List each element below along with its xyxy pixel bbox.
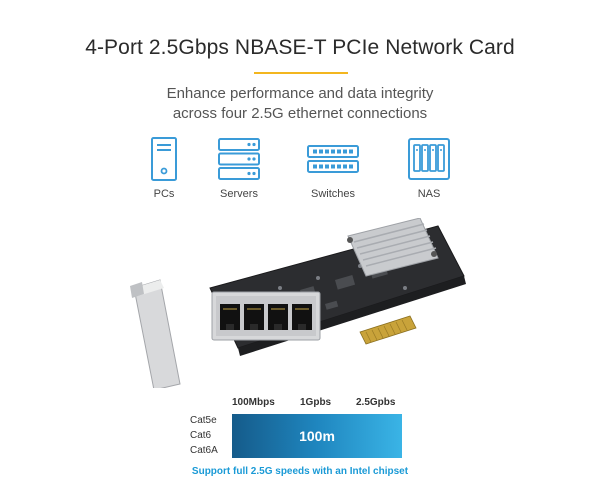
device-pcs: PCs <box>109 136 219 200</box>
pc-tower-icon <box>151 137 177 181</box>
nas-icon <box>408 138 450 180</box>
device-nas: NAS <box>374 136 484 200</box>
speed-label-1gbps: 1Gpbs <box>300 397 332 408</box>
device-servers: Servers <box>184 136 294 200</box>
support-note: Support full 2.5G speeds with an Intel c… <box>191 466 409 477</box>
cable-label-cat5e: Cat5e <box>190 415 217 426</box>
device-label: PCs <box>153 188 175 200</box>
device-label: Servers <box>220 188 258 200</box>
subtitle-line-1: Enhance performance and data integrity <box>166 85 434 102</box>
distance-value: 100m <box>299 428 335 444</box>
speed-label-100mbps: 100Mbps <box>232 397 275 408</box>
subtitle: Enhance performance and data integrity a… <box>0 84 600 124</box>
speed-label-2-5gbps: 2.5Gpbs <box>356 397 396 408</box>
server-rack-icon <box>218 138 260 180</box>
network-switch-icon <box>307 145 359 173</box>
title-underline <box>254 72 348 74</box>
cable-label-cat6a: Cat6A <box>190 445 218 456</box>
device-label: Switches <box>310 188 356 200</box>
subtitle-line-2: across four 2.5G ethernet connections <box>172 105 428 122</box>
cable-label-cat6: Cat6 <box>190 430 212 441</box>
page-title: 4-Port 2.5Gbps NBASE-T PCIe Network Card <box>85 36 515 59</box>
device-label: NAS <box>417 188 441 200</box>
network-card-image <box>130 218 466 388</box>
distance-bar: 100m <box>232 414 402 458</box>
device-switches: Switches <box>278 136 388 200</box>
